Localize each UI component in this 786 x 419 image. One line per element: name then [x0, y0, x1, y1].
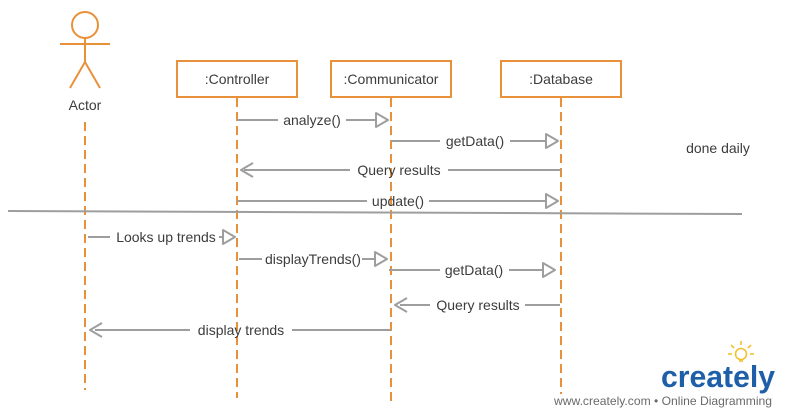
- participant-communicator[interactable]: :Communicator: [330, 60, 452, 98]
- arrowhead-icon: [89, 322, 103, 338]
- lightbulb-icon: [728, 341, 754, 362]
- participant-label: :Controller: [205, 71, 270, 87]
- message-label: Looks up trends: [116, 229, 216, 245]
- note-label: done daily: [686, 140, 750, 156]
- actor-label: Actor: [69, 97, 102, 113]
- message-display-trends-call[interactable]: displayTrends(): [239, 251, 388, 267]
- participant-database[interactable]: :Database: [500, 60, 622, 98]
- arrowhead-icon: [374, 251, 388, 267]
- message-label: getData(): [445, 262, 503, 278]
- logo-text: creately: [661, 359, 776, 394]
- participant-box: [176, 60, 298, 98]
- message-looks-up-trends[interactable]: Looks up trends: [88, 229, 236, 245]
- message-label: displayTrends(): [265, 251, 361, 267]
- arrowhead-icon: [545, 133, 559, 149]
- participant-box: [330, 60, 452, 98]
- arrowhead-icon: [375, 112, 389, 128]
- message-label: Query results: [357, 162, 440, 178]
- message-query-results-1[interactable]: Query results: [240, 162, 561, 178]
- creately-logo[interactable]: creately: [661, 341, 776, 394]
- actor-right-leg: [84, 61, 101, 89]
- tagline: www.creately.com • Online Diagramming: [553, 394, 772, 408]
- message-label: Query results: [436, 297, 519, 313]
- participant-label: :Database: [529, 71, 593, 87]
- arrowhead-icon: [222, 229, 236, 245]
- message-get-data-2[interactable]: getData(): [389, 262, 556, 278]
- message-label: display trends: [198, 322, 284, 338]
- arrowhead-icon: [240, 162, 254, 178]
- message-get-data-1[interactable]: getData(): [391, 133, 559, 149]
- message-update[interactable]: update(): [237, 193, 559, 209]
- arrowhead-icon: [545, 193, 559, 209]
- actor-left-leg: [69, 61, 86, 89]
- participant-label: :Communicator: [344, 71, 439, 87]
- arrowhead-icon: [542, 262, 556, 278]
- message-label: analyze(): [283, 112, 341, 128]
- actor-figure[interactable]: [60, 11, 110, 89]
- arrowhead-icon: [394, 297, 408, 313]
- participant-box: [500, 60, 622, 98]
- message-label: getData(): [446, 133, 504, 149]
- participant-controller[interactable]: :Controller: [176, 60, 298, 98]
- message-analyze[interactable]: analyze(): [237, 112, 389, 128]
- separator-line: [7, 210, 743, 215]
- actor-head: [71, 11, 99, 39]
- message-label: update(): [372, 193, 424, 209]
- message-query-results-2[interactable]: Query results: [394, 297, 560, 313]
- message-display-trends-return[interactable]: display trends: [89, 322, 391, 338]
